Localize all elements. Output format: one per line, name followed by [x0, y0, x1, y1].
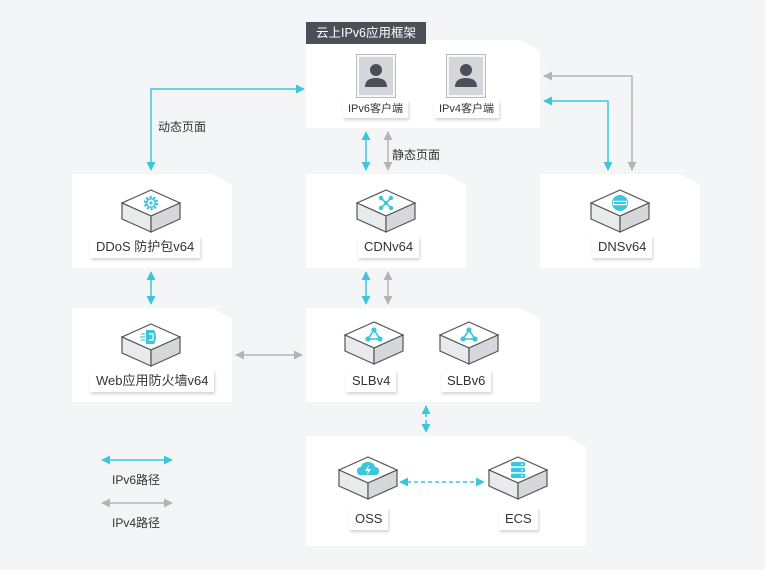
cdn-node[interactable]: [354, 188, 418, 242]
ecs-label: ECS: [499, 508, 538, 530]
dns-node[interactable]: [588, 188, 652, 242]
diagram-title: 云上IPv6应用框架: [306, 22, 427, 44]
cloud-icon: [357, 462, 379, 475]
ecs-node[interactable]: [486, 455, 550, 509]
waf-label: Web应用防火墙v64: [90, 370, 215, 392]
legend-ipv4-label: IPv4路径: [112, 516, 161, 530]
slbv4-label: SLBv4: [346, 370, 397, 392]
shield-icon: [140, 330, 156, 344]
dns-icon: [612, 195, 628, 211]
load-balancer-icon: [460, 327, 478, 342]
gear-icon: [143, 195, 159, 211]
load-balancer-icon: [365, 327, 383, 342]
ipv4-client-user-icon: [447, 55, 485, 97]
oss-node[interactable]: [336, 455, 400, 509]
cdn-label: CDNv64: [358, 236, 420, 258]
network-icon: [378, 195, 394, 211]
client-dns-ipv4: [543, 71, 637, 171]
ddos-label: DDoS 防护包v64: [90, 236, 201, 258]
slb-card: [306, 308, 540, 402]
slbv4-node[interactable]: [342, 320, 406, 374]
waf-node[interactable]: [119, 322, 183, 376]
dynamic-path-ipv6: [146, 84, 305, 171]
ipv6-client-user-icon: [357, 55, 395, 97]
slbv6-label: SLBv6: [441, 370, 492, 392]
oss-label: OSS: [349, 508, 389, 530]
dynamic-page-annotation: 动态页面: [158, 120, 207, 134]
dns-label: DNSv64: [592, 236, 653, 258]
legend-ipv6-label: IPv6路径: [112, 473, 161, 487]
client-dns-ipv6: [543, 96, 613, 171]
server-icon: [511, 462, 525, 478]
slbv6-node[interactable]: [437, 320, 501, 374]
ipv4-client-label: IPv4客户端: [434, 100, 500, 118]
ipv6-client-label: IPv6客户端: [343, 100, 409, 118]
ddos-node[interactable]: [119, 188, 183, 242]
static-page-annotation: 静态页面: [392, 148, 441, 162]
